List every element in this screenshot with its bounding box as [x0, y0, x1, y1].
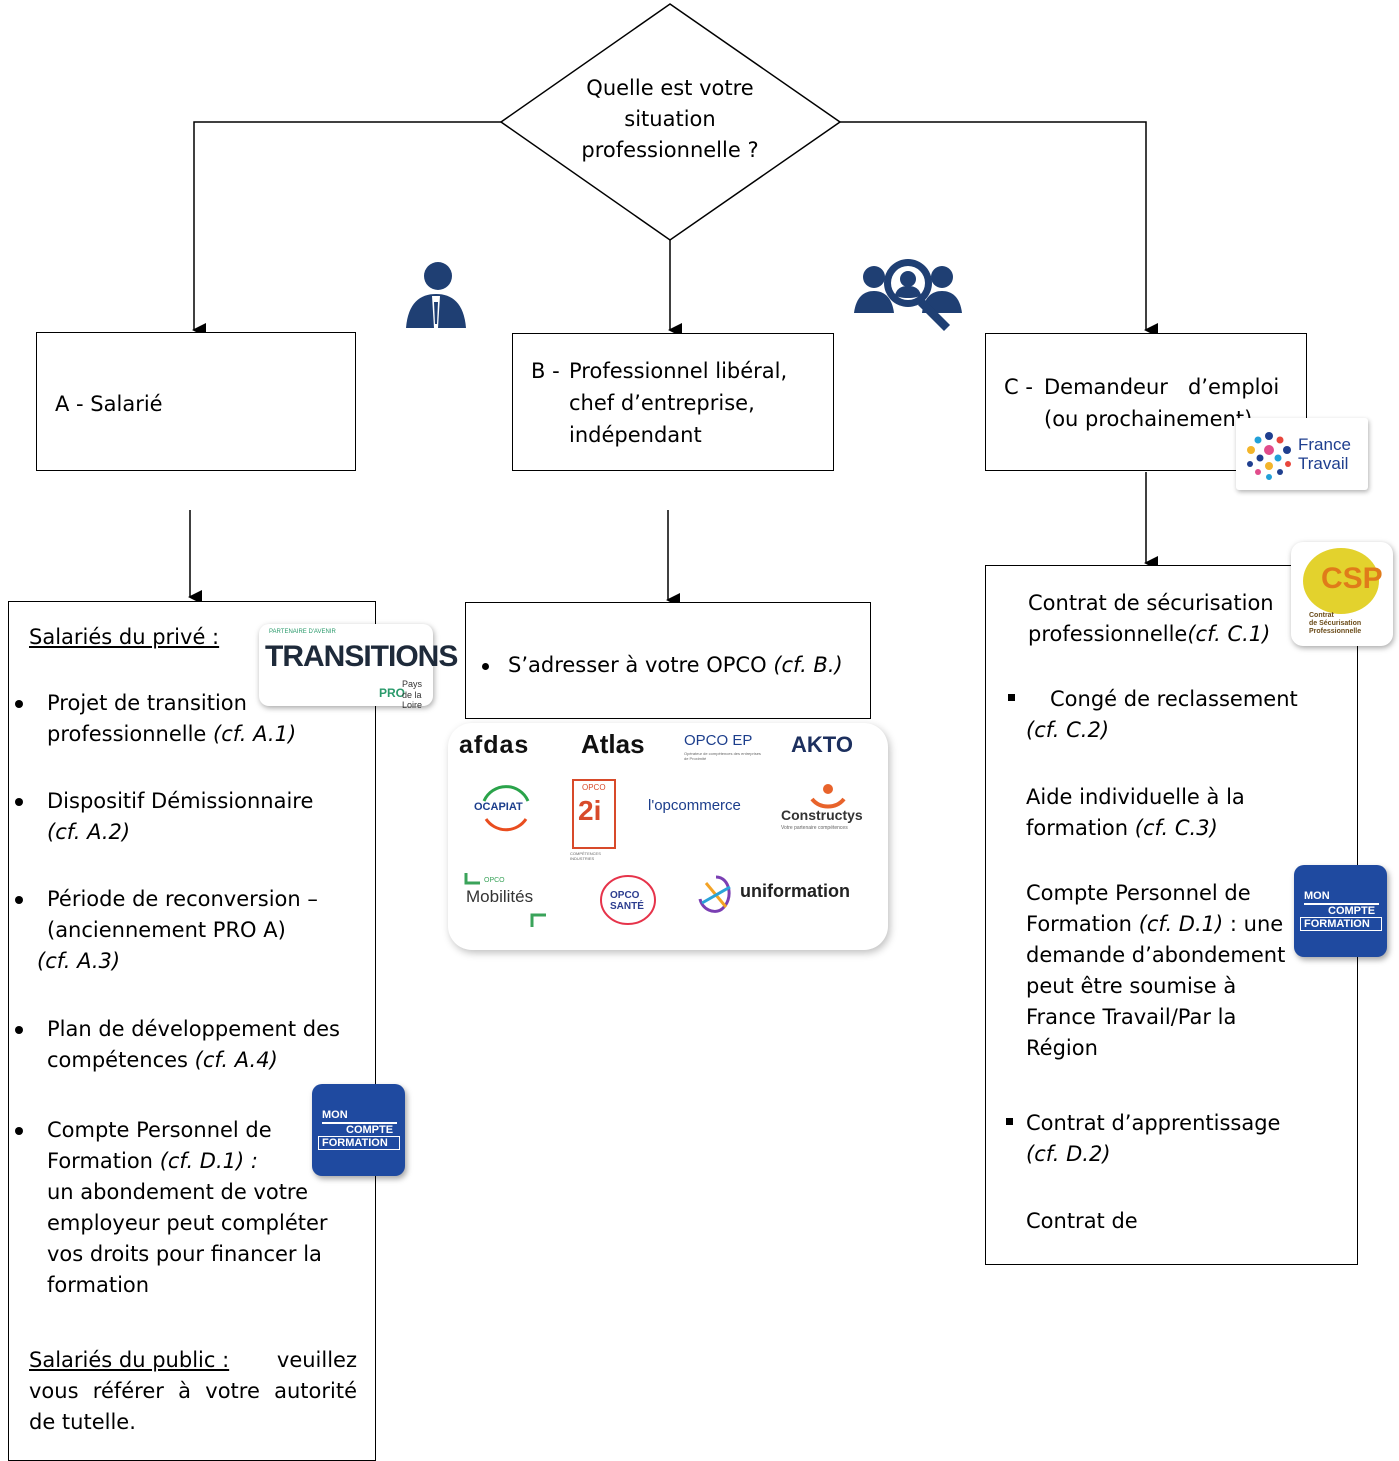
- mcf-word3: FORMATION: [322, 1137, 388, 1149]
- branch-b-line1: Professionnel libéral,: [569, 359, 788, 383]
- transitions-title: TRANSITIONS: [265, 640, 458, 673]
- opco-ep-sub: Opérateur de compétences des entreprises…: [684, 751, 761, 761]
- cpf-item: Compte Personnel de Formation (cf. D.1) …: [1026, 881, 1286, 1060]
- box-b-item: S’adresser à votre OPCO (cf. B.): [482, 650, 843, 681]
- mobilites-icon: [464, 873, 480, 885]
- mon-compte-formation-logo: MON COMPTE FORMATION: [312, 1084, 405, 1176]
- opco-2i-label: OPCO: [582, 783, 606, 792]
- mcf-bar: [1300, 917, 1382, 931]
- question-text: Quelle est votre situation professionnel…: [581, 76, 759, 162]
- opco-sante: OPCO SANTÉ: [610, 890, 644, 912]
- branch-b-prefix: B -: [531, 359, 560, 383]
- employee-icon: [406, 262, 466, 328]
- opco-logos-panel: afdas Atlas OPCO EP Opérateur de compéte…: [448, 723, 888, 950]
- opco-constructys-sub: Votre partenaire compétences: [781, 825, 848, 831]
- branch-a-box: A - Salarié: [36, 332, 356, 471]
- connector-c: [840, 121, 1158, 337]
- apprentissage-item: Contrat d’apprentissage (cf. D.2): [1026, 1111, 1281, 1166]
- constructys-icon: [810, 784, 846, 809]
- list-item: Période de reconversion – (anciennement …: [15, 884, 318, 977]
- bullet: [15, 1026, 23, 1034]
- opco-2i: 2i: [578, 795, 602, 826]
- bullet: [1008, 694, 1015, 701]
- mobilites-corner-icon: [530, 913, 546, 927]
- transitions-tagline: PARTENAIRE D'AVENIR: [269, 629, 336, 635]
- list-item: Compte Personnel de Formation (cf. D.1) …: [15, 1115, 328, 1301]
- branch-c-line2: (ou prochainement): [1044, 407, 1253, 431]
- csp-title: CSP: [1321, 562, 1383, 595]
- branch-c-line1: Demandeur d’emploi: [1044, 375, 1280, 399]
- france-travail-dots-icon: [1247, 432, 1291, 480]
- branch-b-line2: chef d’entreprise,: [569, 391, 755, 415]
- opco-mobilites: Mobilités: [466, 887, 534, 906]
- mcf-word1: MON: [1304, 890, 1330, 902]
- box-a-heading: Salariés du privé :: [29, 625, 220, 649]
- branch-a-title: A - Salarié: [55, 392, 163, 416]
- opco-atlas: Atlas: [581, 729, 645, 759]
- box-c-details: Contrat de sécurisation professionnelle(…: [985, 565, 1358, 1265]
- mcf-word3: FORMATION: [1304, 918, 1370, 930]
- list-item: Dispositif Démissionnaire (cf. A.2): [15, 786, 313, 848]
- transitions-pro-logo: PARTENAIRE D'AVENIR TRANSITIONS PRO Pays…: [259, 624, 458, 710]
- csp-circle: [1303, 548, 1379, 614]
- opco-constructys: Constructys: [781, 807, 863, 823]
- opco-akto: AKTO: [791, 732, 853, 757]
- mcf-bar: [318, 1136, 400, 1150]
- france-travail-word1: France: [1298, 435, 1351, 454]
- mcf-bar: [1304, 903, 1379, 905]
- mcf-word2: COMPTE: [1328, 905, 1376, 917]
- branch-b-box: B - Professionnel libéral, chef d’entrep…: [512, 333, 834, 471]
- branch-c-prefix: C -: [1004, 375, 1033, 399]
- mcf-word1: MON: [322, 1109, 348, 1121]
- bullet: [1006, 1118, 1013, 1125]
- job-search-icon: [854, 259, 962, 331]
- opco-ep-mark: OPCO EP: [684, 732, 753, 749]
- aide-item: Aide individuelle à la formation (cf. C.…: [1026, 785, 1245, 840]
- uniformation-icon: [698, 875, 731, 913]
- opco-ocapiat: OCAPIAT: [474, 801, 523, 813]
- transitions-pro: PRO: [379, 686, 406, 700]
- transitions-region1: Pays: [402, 679, 423, 689]
- transitions-region2: de la Loire: [402, 690, 423, 710]
- box-b-details: S’adresser à votre OPCO (cf. B.): [465, 602, 871, 719]
- opco-opcommerce: l'opcommerce: [648, 797, 741, 814]
- france-travail-word2: Travail: [1298, 454, 1349, 473]
- branch-c-box: C - Demandeur d’emploi (ou prochainement…: [985, 333, 1307, 471]
- csp-item: Contrat de sécurisation professionnelle(…: [1028, 591, 1274, 646]
- bullet: [482, 663, 489, 670]
- conge-item: Congé de reclassement (cf. C.2): [1026, 687, 1298, 742]
- opco-uniformation: uniformation: [740, 881, 850, 901]
- contrat-item: Contrat de: [1026, 1209, 1138, 1233]
- bullet: [15, 896, 23, 904]
- mcf-word2: COMPTE: [346, 1124, 394, 1136]
- box-a-public: Salariés du public : veuillez vous référ…: [29, 1348, 357, 1434]
- csp-sub1: Contrat: [1309, 612, 1334, 619]
- list-item: Plan de développement des compétences (c…: [15, 1014, 340, 1076]
- list-item: Projet de transition professionnelle (cf…: [15, 688, 296, 750]
- mon-compte-formation-logo: MON COMPTE FORMATION: [1294, 865, 1387, 957]
- opco-2i-logo: OPCO 2i: [572, 779, 616, 849]
- opco-2i-sub: COMPÉTENCES INDUSTRIES: [570, 851, 601, 861]
- mcf-bar: [322, 1122, 397, 1124]
- connector-a: [192, 121, 501, 337]
- opco-afdas: afdas: [459, 731, 530, 759]
- box-a-details: Salariés du privé : Projet de transition…: [8, 601, 376, 1461]
- bullet: [15, 700, 23, 708]
- bullet: [15, 798, 23, 806]
- ocapiat-icon: [482, 785, 530, 832]
- csp-sub2: de Sécurisation: [1309, 620, 1362, 627]
- opco-mobilites-label: OPCO: [484, 877, 505, 884]
- france-travail-logo: France Travail: [1236, 418, 1368, 490]
- branch-b-line3: indépendant: [569, 423, 702, 447]
- opco-sante-icon: [600, 875, 656, 925]
- bullet: [15, 1127, 23, 1135]
- csp-sub3: Professionnelle: [1309, 628, 1362, 635]
- csp-logo: CSP Contrat de Sécurisation Professionne…: [1291, 542, 1393, 646]
